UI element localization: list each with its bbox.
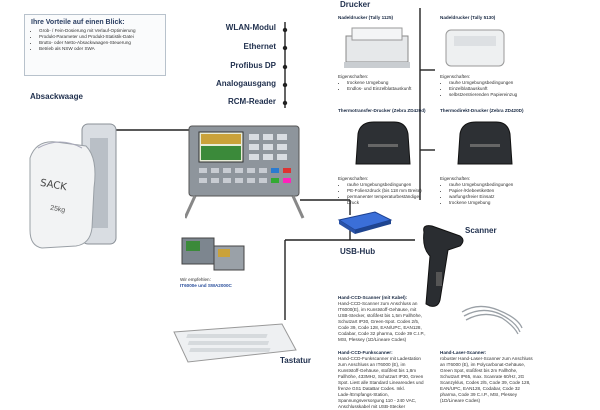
bus-node-ethernet <box>282 45 288 51</box>
scanner-wired-title: Hand-CCD-Scanner (mit Kabel): <box>338 295 408 300</box>
recommendation-block: Wir empfehlen: IT6000e und SWA2000C <box>180 277 270 289</box>
printer-title: Nadeldrucker (Tally 1125) <box>338 15 394 20</box>
printer-props: Eigenschaften: trockene Umgebung Endlos-… <box>338 74 418 92</box>
bus-node-profibus <box>282 64 288 70</box>
recommendation-models: IT6000e und SWA2000C <box>180 283 232 288</box>
interface-label: Ethernet <box>243 42 276 51</box>
advantage-item: Produkt-Parameter und Produkt-Statistik-… <box>39 34 165 40</box>
weighing-terminal-image <box>185 125 305 219</box>
prop-item: rauhe Umgebungsbedingungen <box>449 80 535 86</box>
usb-hub-image <box>337 211 393 234</box>
connection-lines <box>110 8 435 320</box>
scanner-radio-text: Hand-CCD-Funkscanner mit Ladestation zum… <box>338 356 424 409</box>
prop-item: Einzelblattauskunft <box>449 86 535 92</box>
prop-item: trockene Umgebung <box>347 80 418 86</box>
prop-item: trockene Umgebung <box>449 200 535 206</box>
advantages-title: Ihre Vorteile auf einen Blick: <box>31 19 125 26</box>
props-title: Eigenschaften: <box>338 74 369 79</box>
interface-label: Analogausgang <box>215 79 276 88</box>
advantages-box: Ihre Vorteile auf einen Blick: Grob- / F… <box>24 14 166 76</box>
scanner-wired-text: Hand-CCD-Scanner zum Anschluss an IT6000… <box>338 301 426 342</box>
printer-title: Thermotransfer-Drucker (Zebra ZD420d) <box>338 108 426 113</box>
scanner-radio-title: Hand-CCD-Funkscanner: <box>338 350 393 355</box>
prop-item: Endlos- und Einzelblattauskunft <box>347 86 418 92</box>
thermal-transfer-printer-image <box>355 121 411 165</box>
bagging-scale-image <box>29 123 117 249</box>
prop-item: warfungsfreier Einsatz <box>449 194 535 200</box>
prop-item: rauhe Umgebungsbedingungen <box>449 182 535 188</box>
advantage-item: Grob- / Fein-Dosierung mit Verlauf-Optim… <box>39 28 165 34</box>
bus-node-wlan <box>282 27 288 33</box>
needle-printer-1125-image <box>344 27 410 68</box>
prop-item: selbstzentrierenden Papiereinzug <box>449 92 535 98</box>
interface-label: WLAN-Modul <box>225 23 276 32</box>
recommended-terminals-image <box>181 237 245 271</box>
advantage-item: Brutto- oder Netto-Absackwaagen-Steuerun… <box>39 40 165 46</box>
prop-item: Papier-/Klebeetiketten <box>449 188 535 194</box>
scanner-radio-block: Hand-CCD-Funkscanner: Hand-CCD-Funkscann… <box>338 350 426 410</box>
printer-title: Thermodirekt-Drucker (Zebra ZD420D) <box>440 108 524 113</box>
keyboard-image <box>173 323 297 363</box>
bus-node-analog <box>282 82 288 88</box>
printer-title: Nadeldrucker (Tally 5130) <box>440 15 496 20</box>
props-title: Eigenschaften: <box>440 176 471 181</box>
hand-scanner-image <box>423 225 464 307</box>
printer-props: Eigenschaften: rauhe Umgebungsbedingunge… <box>440 74 535 98</box>
prop-item: rauhe Umgebungsbedingungen <box>347 182 423 188</box>
props-title: Eigenschaften: <box>338 176 369 181</box>
scanner-laser-block: Hand-Laser-Scanner: robuster Hand-Laser-… <box>440 350 535 404</box>
advantage-item: Betrieb als NSW oder SWA <box>39 46 165 52</box>
scanner-laser-text: robuster Hand-Laser-Scanner zum Anschlus… <box>440 356 533 403</box>
thermal-direct-printer-image <box>457 121 513 165</box>
scanner-laser-title: Hand-Laser-Scanner: <box>440 350 487 355</box>
advantages-list: Grob- / Fein-Dosierung mit Verlauf-Optim… <box>25 28 165 52</box>
bus-node-rcm <box>282 100 288 106</box>
keyboard-label: Tastatur <box>280 356 311 365</box>
needle-printer-5130-image <box>445 29 505 67</box>
printer-props: Eigenschaften: rauhe Umgebungsbedingunge… <box>440 176 535 206</box>
props-title: Eigenschaften: <box>440 74 471 79</box>
recommendation-title: Wir empfehlen: <box>180 277 211 282</box>
scanner-wired-block: Hand-CCD-Scanner (mit Kabel): Hand-CCD-S… <box>338 295 426 343</box>
scanner-label: Scanner <box>465 226 497 235</box>
printers-label: Drucker <box>340 0 371 9</box>
interface-label: Profibus DP <box>230 61 276 70</box>
prop-item: PE-Folienzdruck (bis 118 mm Breite) <box>347 188 423 194</box>
usb-hub-label: USB-Hub <box>340 247 376 256</box>
bagging-scale-label: Absackwaage <box>30 92 83 101</box>
prop-item: permanenter temperaturbeständiger Druck <box>347 194 423 206</box>
interface-label: RCM-Reader <box>227 97 276 106</box>
printer-props: Eigenschaften: rauhe Umgebungsbedingunge… <box>338 176 423 206</box>
scanner-cable-image <box>461 305 523 335</box>
